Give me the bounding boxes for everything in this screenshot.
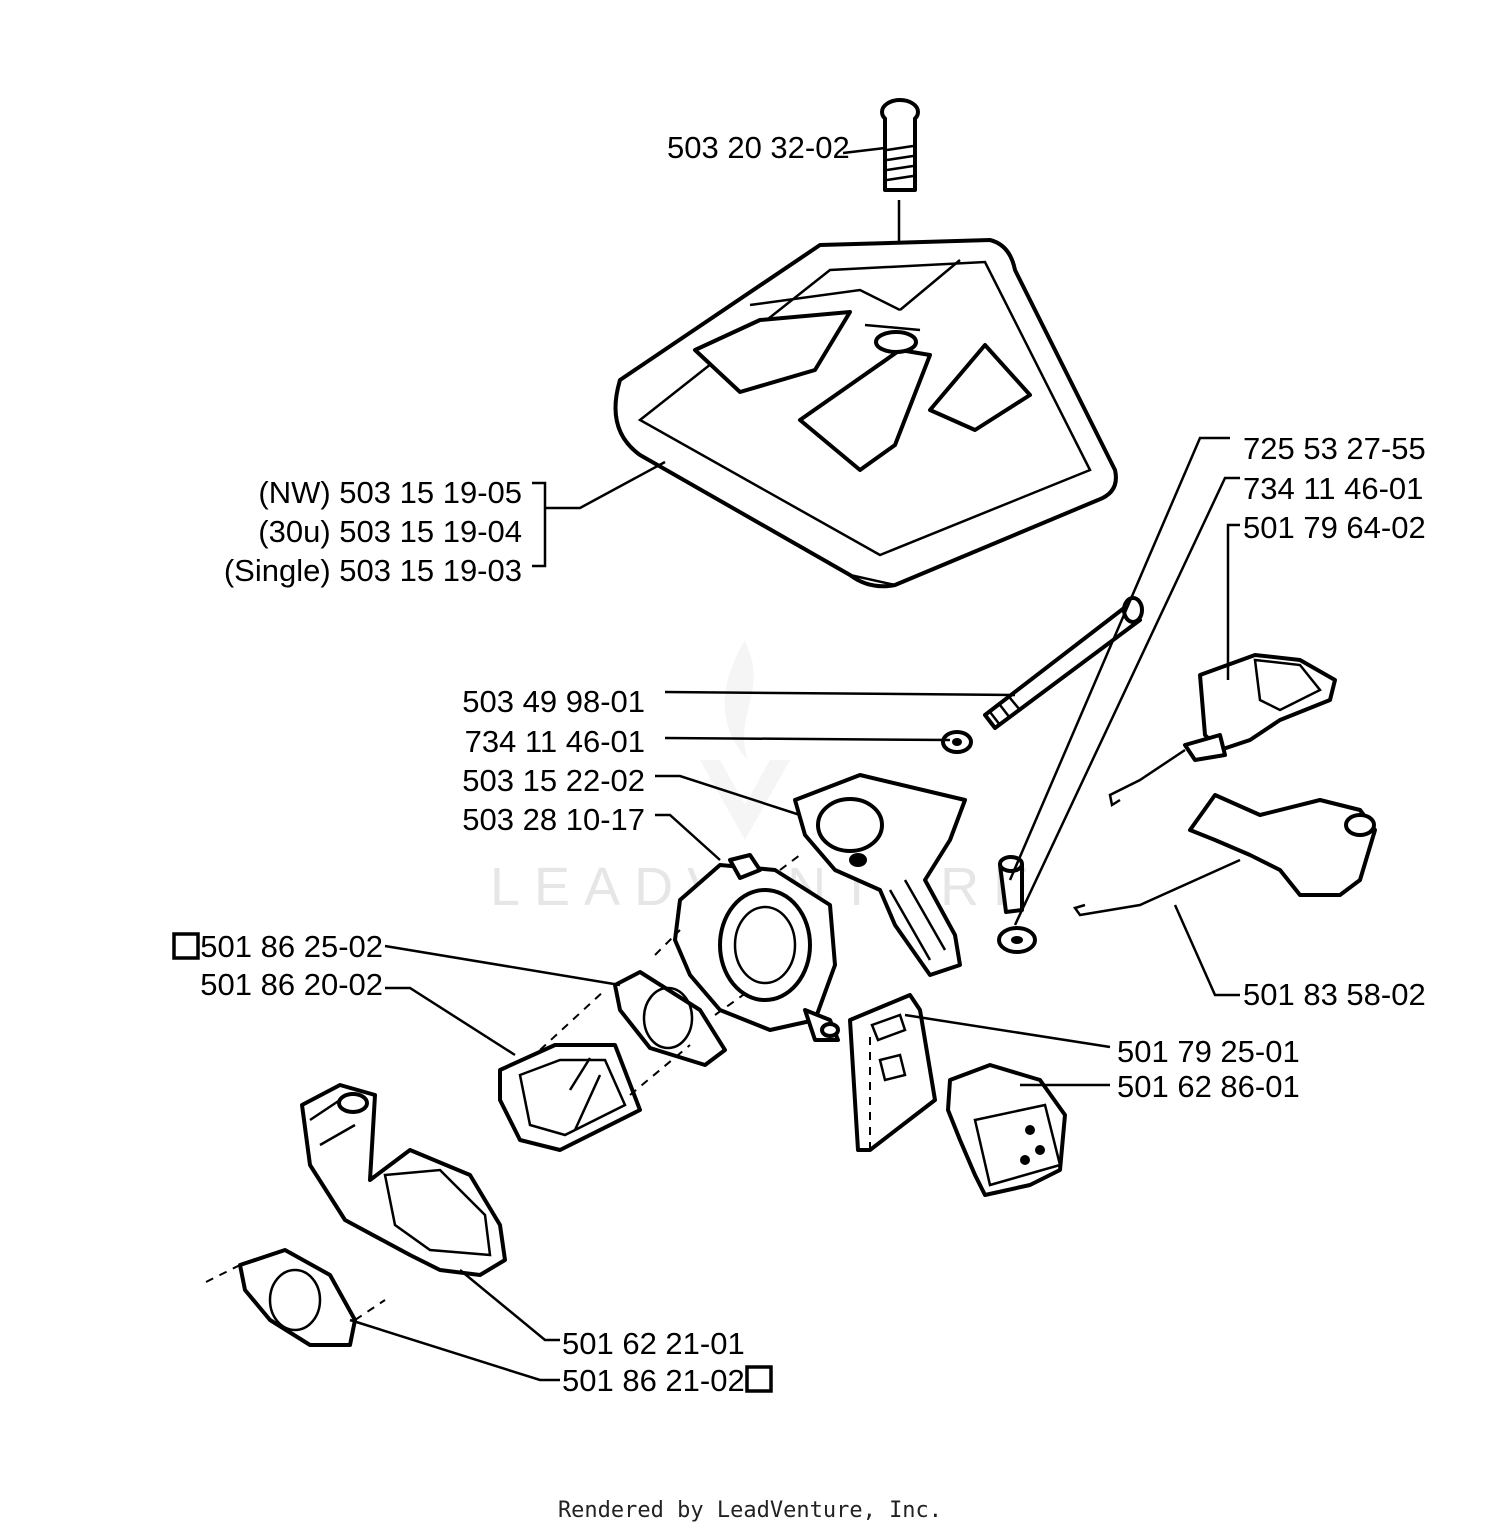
label-gasket-c: 501 86 21-02 <box>562 1363 745 1398</box>
square-symbol-c <box>745 1365 773 1393</box>
label-cover-nw: (NW) 503 15 19-05 <box>258 475 522 510</box>
label-washer: 734 11 46-01 <box>465 724 645 759</box>
washer-mid <box>941 730 973 754</box>
label-r1: 725 53 27-55 <box>1243 431 1426 466</box>
label-plate: 501 79 25-01 <box>1117 1034 1300 1069</box>
label-gasket-b: 501 86 20-02 <box>200 967 383 1002</box>
carburetor <box>673 853 840 1042</box>
base-manifold <box>300 1083 507 1277</box>
label-filter: 501 62 86-01 <box>1117 1069 1300 1104</box>
screw-small <box>998 855 1024 914</box>
carb-holder <box>793 773 967 977</box>
gasket-bottom <box>238 1248 357 1347</box>
label-base: 501 62 21-01 <box>562 1326 745 1361</box>
filter-cover <box>613 238 1118 589</box>
washer-small <box>997 926 1037 954</box>
label-cover-30u: (30u) 503 15 19-04 <box>258 514 522 549</box>
label-holder: 503 15 22-02 <box>462 763 645 798</box>
throttle-link <box>1072 793 1377 917</box>
gasket-upper <box>613 970 727 1067</box>
label-r3: 501 79 64-02 <box>1243 510 1426 545</box>
label-bolt-long: 503 49 98-01 <box>462 684 645 719</box>
leader-lines <box>199 146 1240 1382</box>
filter-plate <box>848 993 937 1152</box>
square-symbol-a <box>172 932 200 960</box>
cable-holder <box>1108 653 1337 808</box>
label-r2: 734 11 46-01 <box>1243 471 1423 506</box>
long-bolt <box>983 596 1144 730</box>
label-gasket-a: 501 86 25-02 <box>200 929 383 964</box>
footer-credit: Rendered by LeadVenture, Inc. <box>557 1498 943 1523</box>
label-carb: 503 28 10-17 <box>462 802 645 837</box>
label-cover-single: (Single) 503 15 19-03 <box>224 553 522 588</box>
label-link: 501 83 58-02 <box>1243 977 1426 1012</box>
watermark-logo <box>700 640 790 840</box>
spacer-block <box>498 1043 642 1152</box>
label-screw-top: 503 20 32-02 <box>667 130 850 165</box>
air-filter <box>946 1063 1067 1197</box>
